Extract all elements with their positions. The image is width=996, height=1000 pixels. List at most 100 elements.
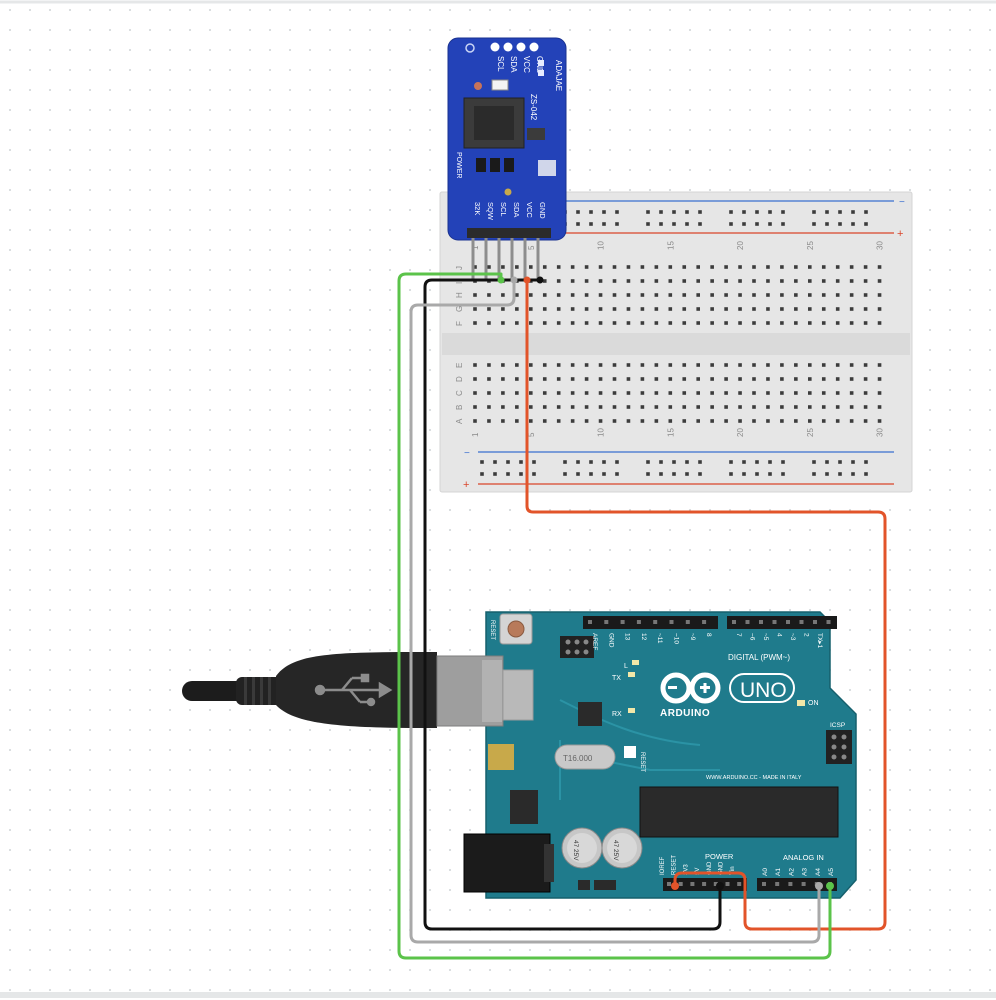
breadboard-hole[interactable] xyxy=(710,377,714,381)
breadboard-hole[interactable] xyxy=(515,265,519,269)
breadboard-hole[interactable] xyxy=(668,293,673,297)
wire-endpoint-arduino-gnd[interactable] xyxy=(716,882,724,890)
breadboard-hole[interactable] xyxy=(696,419,700,423)
power-pin-hole[interactable] xyxy=(690,882,695,886)
rail-hole[interactable] xyxy=(672,472,676,476)
breadboard-hole[interactable] xyxy=(780,279,784,283)
breadboard-hole[interactable] xyxy=(529,405,533,409)
breadboard-hole[interactable] xyxy=(724,391,728,395)
rail-hole[interactable] xyxy=(812,460,816,464)
breadboard-hole[interactable] xyxy=(598,307,603,311)
breadboard-hole[interactable] xyxy=(849,293,854,297)
breadboard-hole[interactable] xyxy=(654,307,659,311)
breadboard-hole[interactable] xyxy=(668,321,673,325)
icsp-header-small[interactable] xyxy=(560,636,594,658)
breadboard-hole[interactable] xyxy=(696,265,700,269)
breadboard-hole[interactable] xyxy=(710,419,714,423)
breadboard-hole[interactable] xyxy=(863,265,868,269)
breadboard-hole[interactable] xyxy=(696,391,700,395)
dc-power-jack[interactable] xyxy=(463,833,551,893)
breadboard-hole[interactable] xyxy=(794,279,798,283)
rtc-header-pin[interactable] xyxy=(484,238,488,280)
rail-hole[interactable] xyxy=(589,210,593,214)
digital-pin-hole[interactable] xyxy=(732,620,736,624)
breadboard-hole[interactable] xyxy=(863,405,868,409)
breadboard-hole[interactable] xyxy=(640,265,645,269)
breadboard-hole[interactable] xyxy=(724,279,728,283)
rail-hole[interactable] xyxy=(825,210,829,214)
rail-hole[interactable] xyxy=(864,222,868,226)
rail-hole[interactable] xyxy=(781,460,785,464)
rail-hole[interactable] xyxy=(493,460,497,464)
wire-gnd-black[interactable] xyxy=(423,278,722,931)
wire-vcc-orange[interactable] xyxy=(525,280,887,931)
breadboard-hole[interactable] xyxy=(766,363,770,367)
analog-pin-hole[interactable] xyxy=(788,882,793,886)
rail-hole[interactable] xyxy=(646,210,650,214)
breadboard-hole[interactable] xyxy=(654,419,659,423)
breadboard-hole[interactable] xyxy=(487,405,491,409)
rail-hole[interactable] xyxy=(742,222,746,226)
digital-pin-hole[interactable] xyxy=(759,620,763,624)
breadboard-hole[interactable] xyxy=(640,307,645,311)
rail-hole[interactable] xyxy=(729,472,733,476)
breadboard-hole[interactable] xyxy=(808,321,812,325)
breadboard-hole[interactable] xyxy=(501,321,505,325)
breadboard-hole[interactable] xyxy=(863,419,868,423)
breadboard-hole[interactable] xyxy=(584,293,589,297)
rail-hole[interactable] xyxy=(698,222,702,226)
breadboard-hole[interactable] xyxy=(835,321,840,325)
digital-pin-hole[interactable] xyxy=(745,620,750,624)
breadboard-hole[interactable] xyxy=(654,321,659,325)
breadboard-hole[interactable] xyxy=(556,405,561,409)
breadboard-hole[interactable] xyxy=(473,293,477,297)
breadboard-hole[interactable] xyxy=(626,321,631,325)
analog-pin-hole[interactable] xyxy=(801,882,806,886)
wire-sda-green[interactable] xyxy=(397,272,832,960)
breadboard-hole[interactable] xyxy=(794,405,798,409)
breadboard-hole[interactable] xyxy=(738,321,742,325)
breadboard-hole[interactable] xyxy=(696,279,700,283)
breadboard-hole[interactable] xyxy=(556,279,561,283)
rail-hole[interactable] xyxy=(519,460,523,464)
breadboard-hole[interactable] xyxy=(473,419,477,423)
breadboard-hole[interactable] xyxy=(570,391,575,395)
power-pin-hole[interactable] xyxy=(737,882,742,886)
breadboard-hole[interactable] xyxy=(584,363,589,367)
rail-hole[interactable] xyxy=(519,472,523,476)
breadboard-hole[interactable] xyxy=(654,391,659,395)
breadboard-hole[interactable] xyxy=(780,265,784,269)
breadboard-hole[interactable] xyxy=(570,279,575,283)
rail-hole[interactable] xyxy=(576,210,580,214)
power-pin-hole[interactable] xyxy=(713,882,718,886)
breadboard-hole[interactable] xyxy=(682,377,687,381)
breadboard-hole[interactable] xyxy=(668,391,673,395)
breadboard-hole[interactable] xyxy=(794,293,798,297)
usb-cable[interactable] xyxy=(182,652,534,728)
breadboard-hole[interactable] xyxy=(780,293,784,297)
breadboard-hole[interactable] xyxy=(766,293,770,297)
rtc-top-pin-hole[interactable] xyxy=(516,42,526,52)
breadboard-hole[interactable] xyxy=(640,391,645,395)
breadboard-hole[interactable] xyxy=(849,405,854,409)
breadboard-hole[interactable] xyxy=(835,391,840,395)
breadboard-hole[interactable] xyxy=(794,321,798,325)
breadboard-hole[interactable] xyxy=(570,265,575,269)
digital-pin-hole[interactable] xyxy=(588,620,592,624)
breadboard-hole[interactable] xyxy=(752,419,756,423)
breadboard-hole[interactable] xyxy=(598,293,603,297)
rail-hole[interactable] xyxy=(602,472,606,476)
breadboard-hole[interactable] xyxy=(752,293,756,297)
breadboard-hole[interactable] xyxy=(542,265,547,269)
analog-pin-hole[interactable] xyxy=(775,882,780,886)
breadboard-hole[interactable] xyxy=(542,419,547,423)
breadboard-hole[interactable] xyxy=(738,419,742,423)
breadboard-hole[interactable] xyxy=(473,363,477,367)
breadboard-hole[interactable] xyxy=(612,391,617,395)
rail-hole[interactable] xyxy=(729,210,733,214)
breadboard-hole[interactable] xyxy=(515,405,519,409)
breadboard-hole[interactable] xyxy=(570,377,575,381)
breadboard-hole[interactable] xyxy=(598,279,603,283)
rail-hole[interactable] xyxy=(838,460,842,464)
